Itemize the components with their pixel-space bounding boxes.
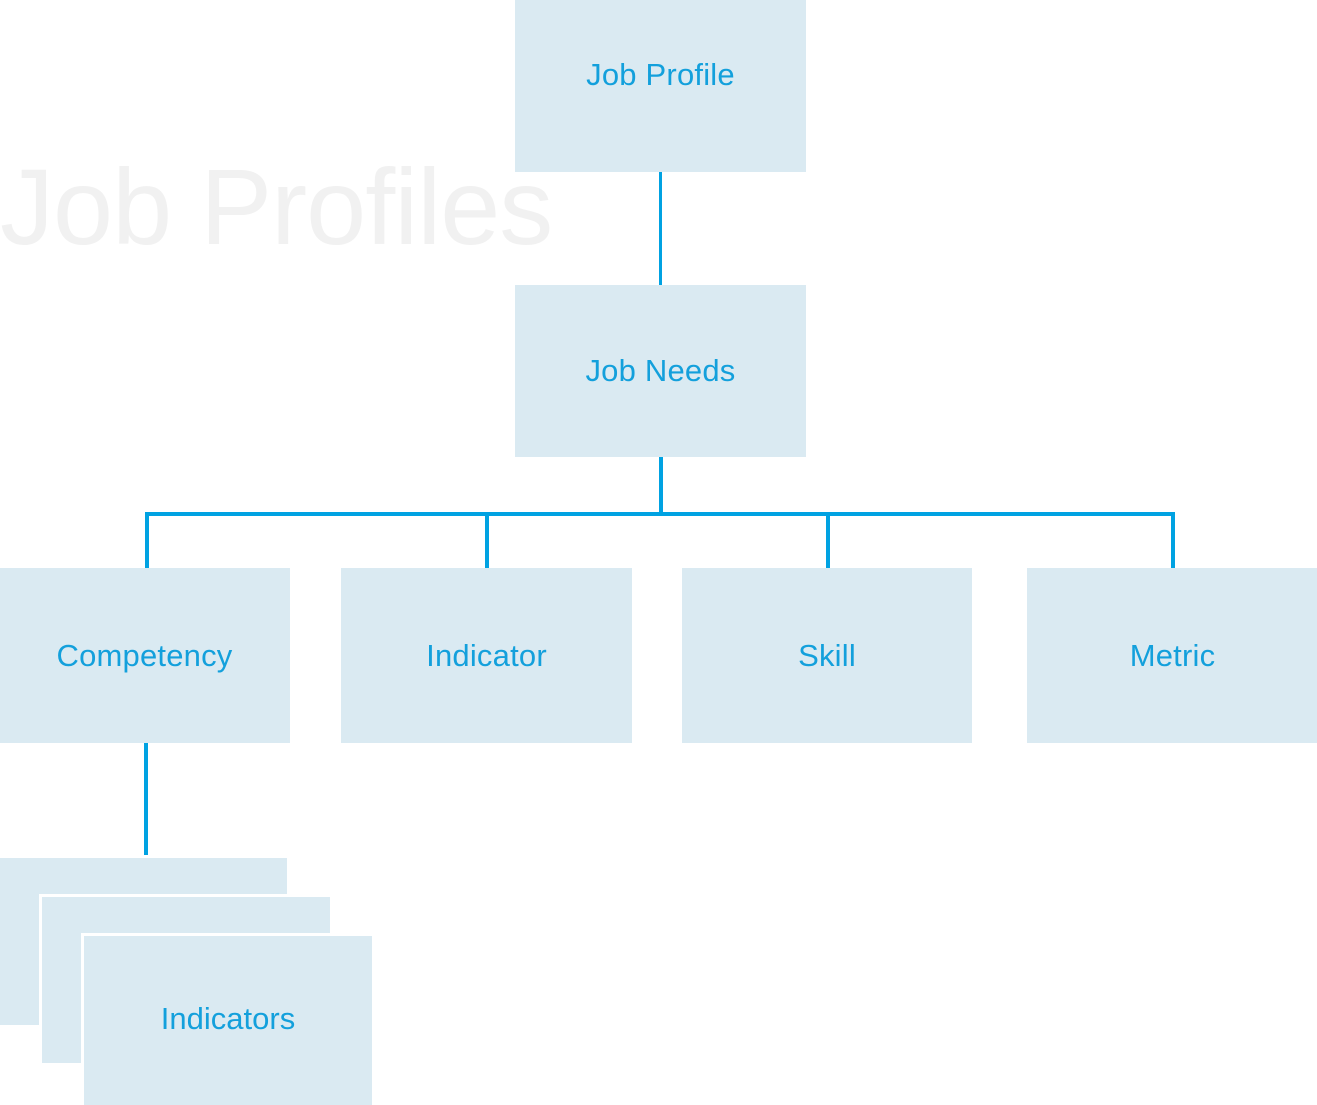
connector-competency-to-indicators (144, 743, 148, 855)
node-label: Indicators (160, 1000, 296, 1036)
indicators-card-front[interactable]: Indicators (81, 933, 375, 1105)
connector-drop-metric (1171, 512, 1175, 568)
watermark-title: Job Profiles (0, 146, 553, 267)
connector-second-to-bus (659, 457, 663, 516)
node-job-profile[interactable]: Job Profile (515, 0, 806, 172)
node-skill[interactable]: Skill (682, 568, 972, 743)
node-label: Metric (1129, 637, 1216, 673)
node-label: Job Profile (586, 57, 735, 92)
node-label: Indicator (426, 637, 547, 673)
node-job-needs[interactable]: Job Needs (515, 285, 806, 457)
connector-drop-skill (826, 512, 830, 568)
connector-drop-competency (145, 512, 149, 568)
connector-root-to-second (659, 172, 662, 285)
node-label: Competency (56, 637, 233, 673)
connector-drop-indicator (485, 512, 489, 568)
node-label: Job Needs (585, 353, 736, 388)
node-competency[interactable]: Competency (0, 568, 290, 743)
node-metric[interactable]: Metric (1027, 568, 1317, 743)
node-label: Skill (798, 637, 856, 673)
node-indicator[interactable]: Indicator (341, 568, 632, 743)
connector-horizontal-bus (145, 512, 1175, 516)
